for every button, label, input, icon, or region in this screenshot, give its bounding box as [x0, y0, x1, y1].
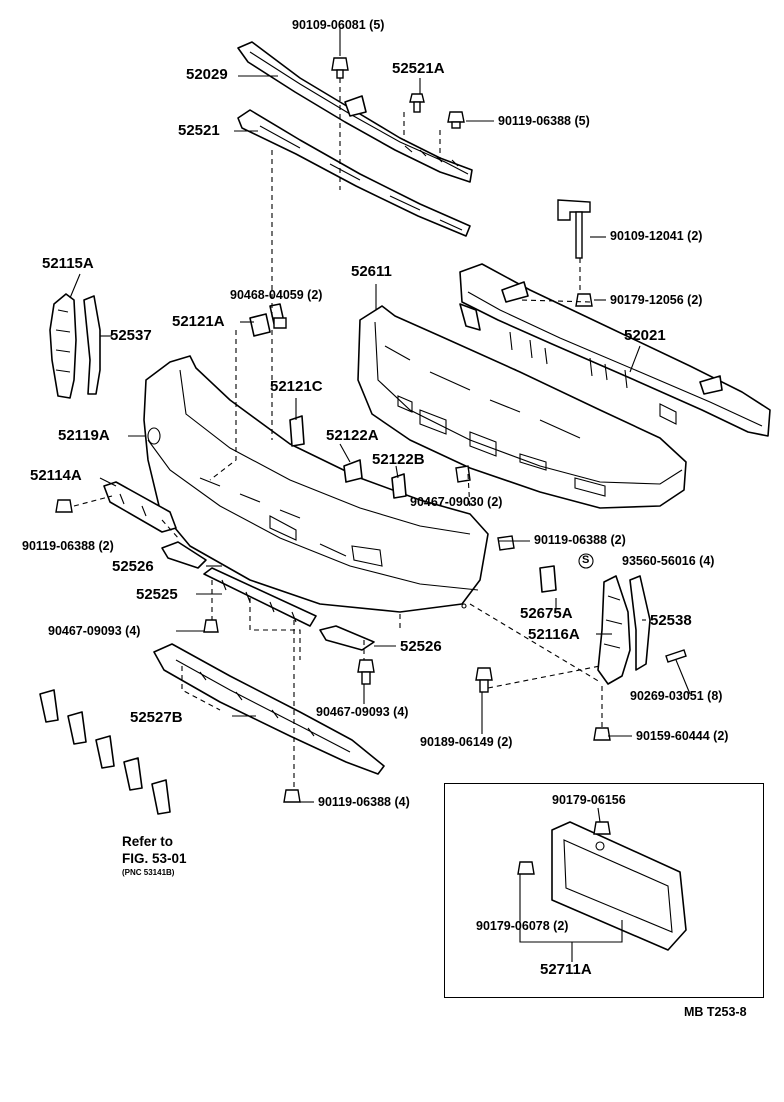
- label-52121C: 52121C: [270, 378, 323, 395]
- label-52119A: 52119A: [58, 427, 110, 444]
- assembly-dashed-lines: [73, 78, 603, 790]
- label-90109-06081: 90109-06081 (5): [292, 18, 385, 32]
- part-52115A-side-retainer: [49, 293, 77, 399]
- label-90189-06149: 90189-06149 (2): [420, 735, 513, 749]
- label-52114A: 52114A: [30, 467, 82, 484]
- part-52021-bumper-reinforcement: [459, 263, 771, 437]
- part-52116A-side-retainer: [597, 575, 631, 685]
- leader-lines: [69, 28, 691, 962]
- label-52122A: 52122A: [326, 427, 379, 444]
- label-90119-06388-2-right: 90119-06388 (2): [534, 533, 626, 547]
- part-52527B-spoiler: [153, 643, 385, 775]
- label-52021: 52021: [624, 327, 666, 344]
- label-90119-06388-2-left: 90119-06388 (2): [22, 539, 114, 553]
- hardware-group: [55, 57, 687, 875]
- label-90467-09093-right: 90467-09093 (4): [316, 705, 409, 719]
- label-52675A: 52675A: [520, 605, 573, 622]
- label-90269-03051: 90269-03051 (8): [630, 689, 723, 703]
- refer-pnc-text: (PNC 53141B): [122, 868, 175, 877]
- part-52711A-license-bracket: [551, 821, 687, 951]
- label-90467-09030: 90467-09030 (2): [410, 495, 503, 509]
- label-90159-60444: 90159-60444 (2): [636, 729, 729, 743]
- label-52611: 52611: [351, 263, 392, 280]
- part-52525-support: [203, 567, 317, 627]
- part-52122B-bracket: [391, 473, 407, 499]
- label-90179-12056: 90179-12056 (2): [610, 293, 703, 307]
- part-52521-retainer: [237, 109, 471, 237]
- label-90467-09093-left: 90467-09093 (4): [48, 624, 141, 638]
- license-bracket-inset-frame: [444, 783, 764, 998]
- label-90109-12041: 90109-12041 (2): [610, 229, 703, 243]
- label-52526-left: 52526: [112, 558, 154, 575]
- label-52521: 52521: [178, 122, 220, 139]
- label-52116A: 52116A: [528, 626, 580, 643]
- refer-to-text: Refer to: [122, 834, 174, 849]
- part-52675A-bracket: [539, 565, 557, 593]
- label-52526-right: 52526: [400, 638, 442, 655]
- label-52029: 52029: [186, 66, 228, 83]
- label-52115A: 52115A: [42, 255, 94, 272]
- label-90468-04059: 90468-04059 (2): [230, 288, 323, 302]
- part-52538-spacer: [629, 575, 651, 671]
- clips-group: [39, 689, 171, 815]
- label-circle-s: S: [582, 554, 590, 566]
- label-52122B: 52122B: [372, 451, 425, 468]
- part-52029-reinforcement: [237, 41, 473, 183]
- label-52527B: 52527B: [130, 709, 183, 726]
- label-52525: 52525: [136, 586, 178, 603]
- label-52538: 52538: [650, 612, 692, 629]
- refer-fig-text: FIG. 53-01: [122, 851, 187, 866]
- part-52114A-bracket: [103, 481, 177, 533]
- label-52537: 52537: [110, 327, 152, 344]
- label-90119-06388-5: 90119-06388 (5): [498, 114, 590, 128]
- label-90119-06388-4: 90119-06388 (4): [318, 795, 410, 809]
- label-52711A: 52711A: [540, 961, 592, 978]
- part-52537-spacer: [83, 295, 101, 395]
- label-90179-06156: 90179-06156: [552, 793, 626, 807]
- part-52121C-bracket: [289, 415, 305, 447]
- part-52526-pad-right: [319, 625, 375, 651]
- diagram-code: MB T253-8: [684, 1005, 747, 1019]
- label-52521A: 52521A: [392, 60, 445, 77]
- label-52121A: 52121A: [172, 313, 225, 330]
- part-52526-pad-left: [161, 541, 207, 569]
- label-93560-56016: 93560-56016 (4): [622, 554, 715, 568]
- part-52122A-bracket: [343, 459, 363, 483]
- part-52611-absorber: [357, 305, 687, 509]
- label-90179-06078: 90179-06078 (2): [476, 919, 569, 933]
